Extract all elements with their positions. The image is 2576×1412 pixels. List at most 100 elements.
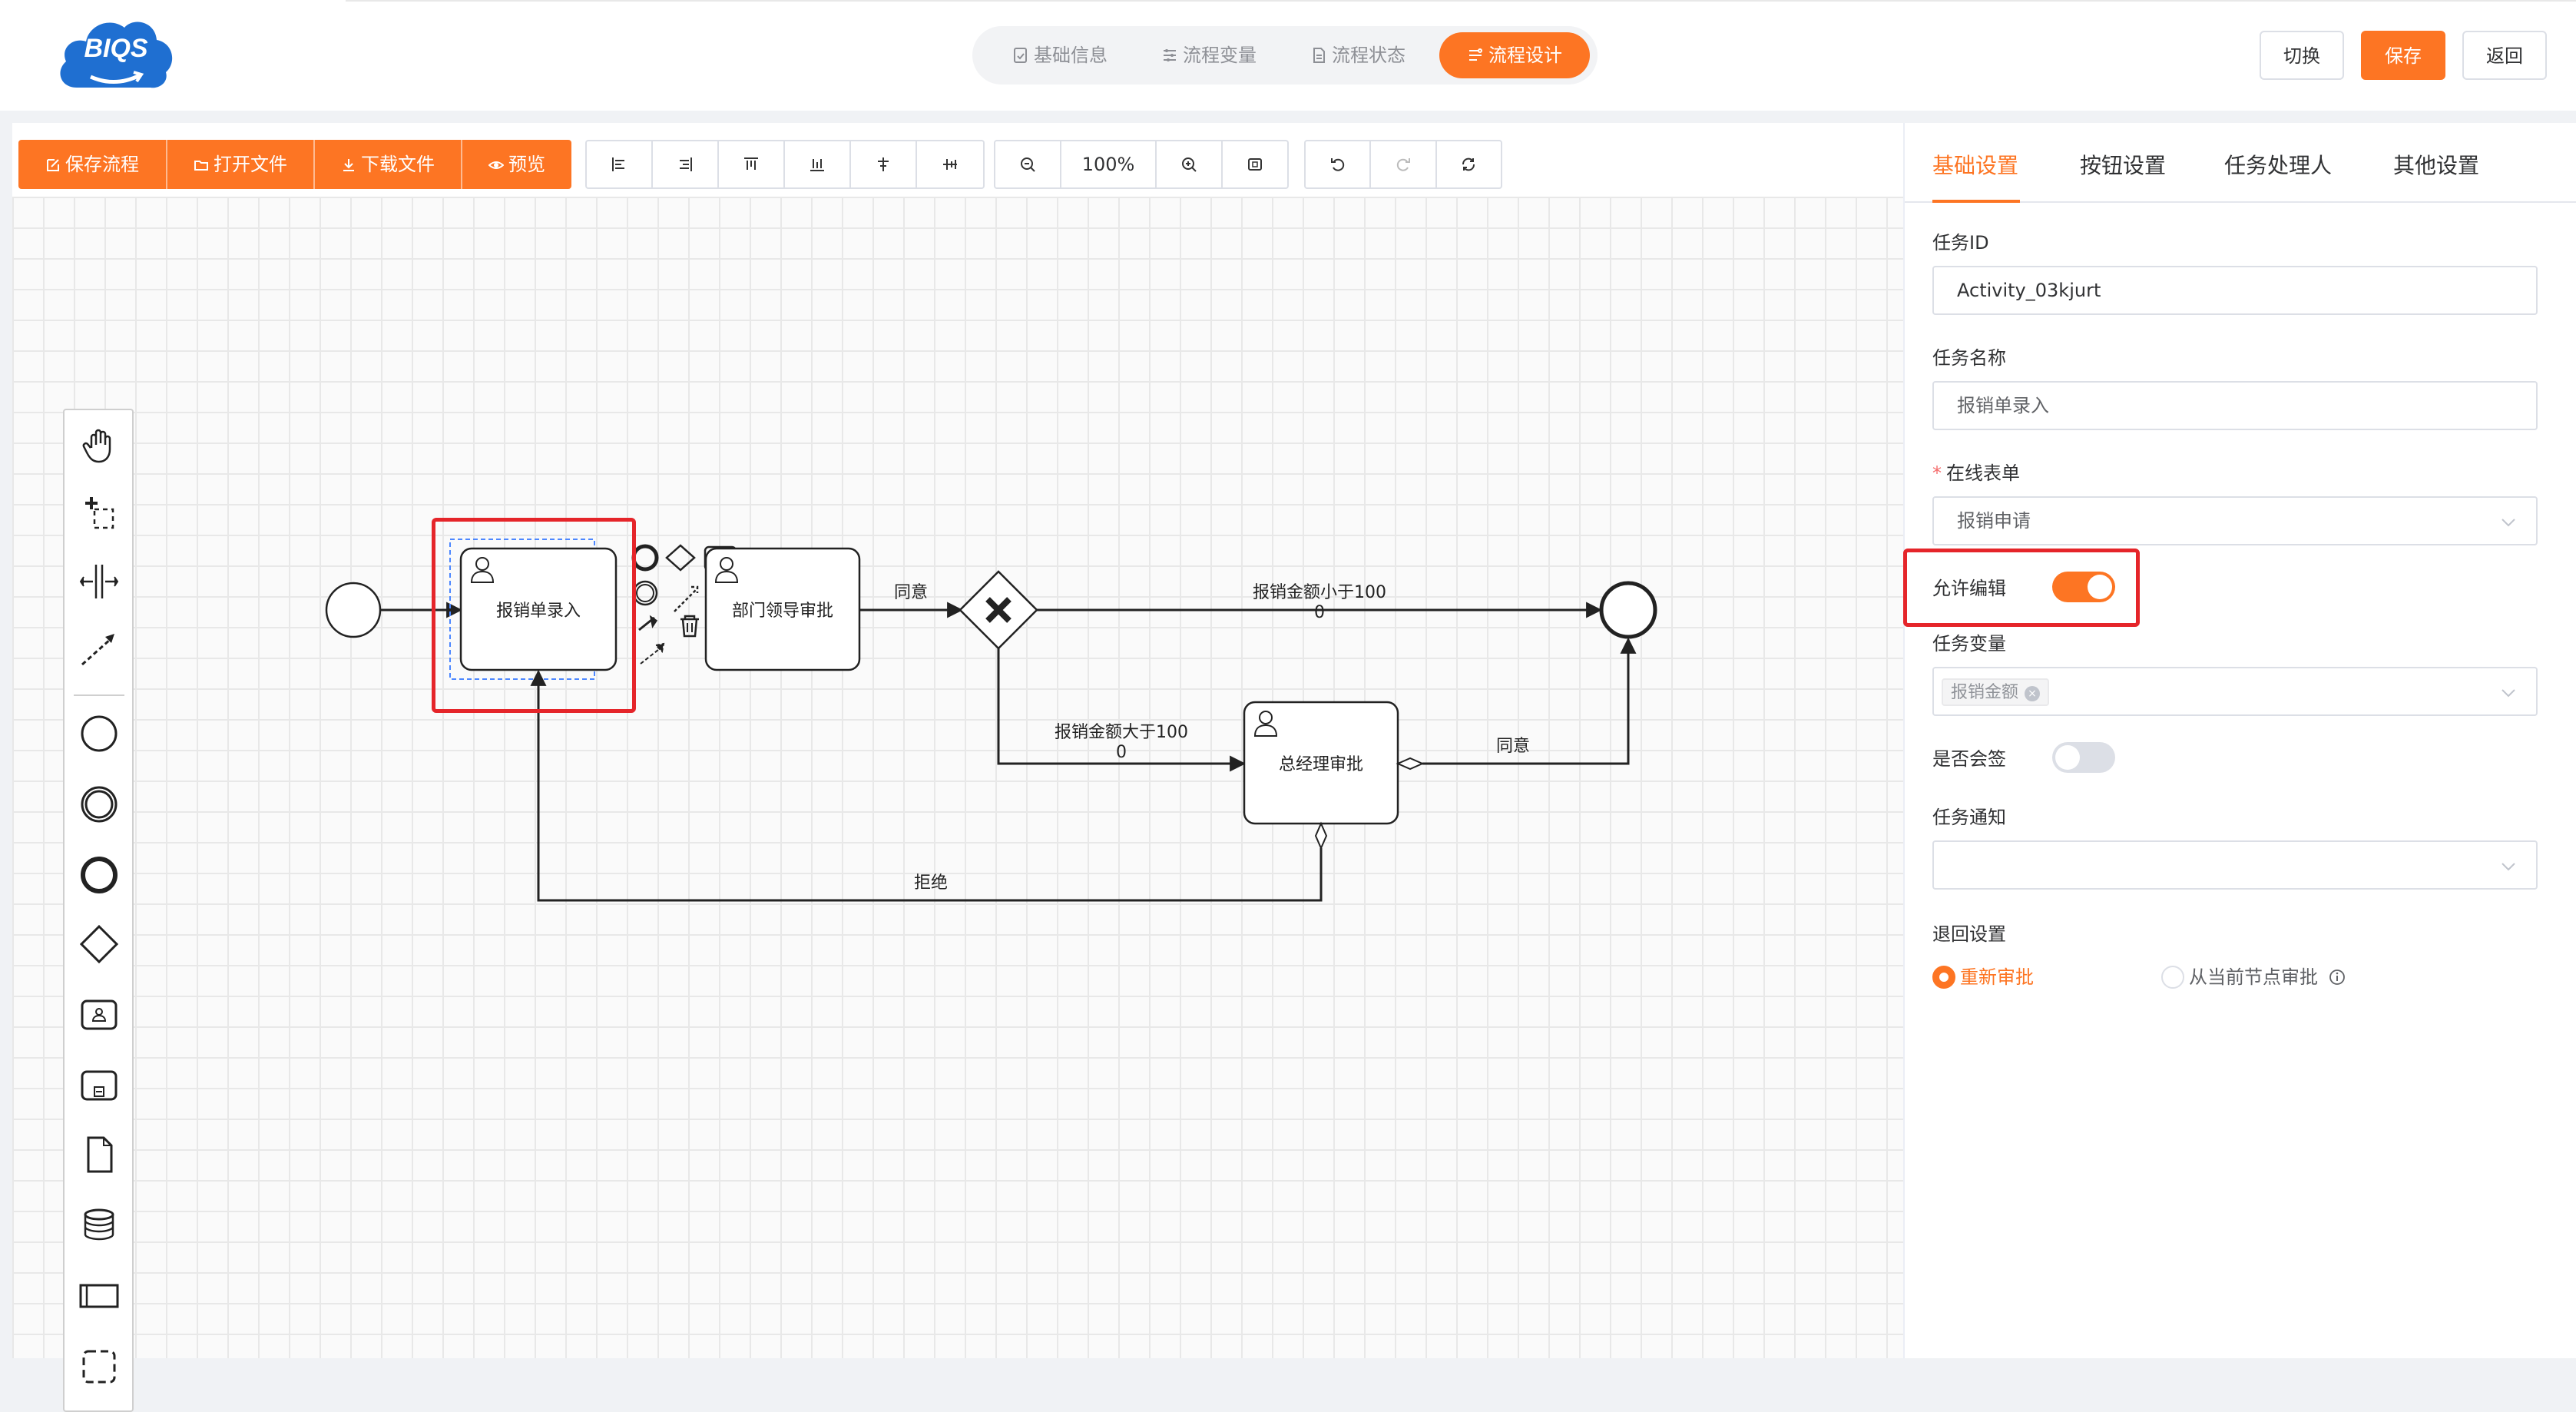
tab-process-variables[interactable]: 流程变量 xyxy=(1140,32,1278,78)
subprocess-tool[interactable] xyxy=(75,1062,123,1109)
selection-outline xyxy=(449,539,595,680)
radio-reapprove[interactable]: 重新审批 xyxy=(1932,962,2034,989)
back-button[interactable]: 返回 xyxy=(2462,31,2547,80)
zoom-group: 100% xyxy=(994,140,1289,189)
radio-label: 重新审批 xyxy=(1960,966,2034,988)
button-label: 下载文件 xyxy=(361,154,435,175)
notify-select[interactable] xyxy=(1932,840,2538,890)
lasso-icon xyxy=(85,497,114,529)
data-object-tool[interactable] xyxy=(75,1131,123,1178)
palette-divider xyxy=(74,694,124,696)
radio-from-current-node[interactable]: 从当前节点审批 xyxy=(2161,962,2346,989)
save-process-button[interactable]: 保存流程 xyxy=(18,140,167,189)
wrench-icon[interactable] xyxy=(638,615,658,631)
reset-button[interactable] xyxy=(1437,141,1501,187)
exclusive-gateway[interactable] xyxy=(959,570,1038,650)
append-gateway-icon[interactable] xyxy=(665,544,696,572)
bpmn-canvas[interactable] xyxy=(12,197,1903,1358)
trash-icon[interactable] xyxy=(680,615,699,638)
text-annotation-icon[interactable] xyxy=(674,585,699,612)
tab-process-status[interactable]: 流程状态 xyxy=(1289,32,1427,78)
end-event-tool[interactable] xyxy=(75,851,123,899)
logo: BIQS xyxy=(54,11,177,95)
end-event[interactable] xyxy=(1599,581,1657,639)
form-label: *在线表单 xyxy=(1932,458,2020,485)
zoom-out-button[interactable] xyxy=(995,141,1061,187)
start-event[interactable] xyxy=(325,582,382,638)
flow-gm-agree[interactable] xyxy=(1422,637,1637,765)
user-task-icon xyxy=(81,999,118,1030)
gateway-icon xyxy=(79,924,119,964)
zoom-level: 100% xyxy=(1061,141,1157,187)
append-end-event-icon[interactable] xyxy=(631,544,659,572)
align-top-button[interactable] xyxy=(719,141,785,187)
notify-label: 任务通知 xyxy=(1932,807,2006,828)
info-icon[interactable] xyxy=(2329,969,2346,986)
file-icon xyxy=(1313,48,1325,63)
tab-task-handler[interactable]: 任务处理人 xyxy=(2224,153,2333,178)
switch-button[interactable]: 切换 xyxy=(2260,31,2344,80)
tab-label: 流程设计 xyxy=(1488,45,1562,66)
gateway-tool[interactable] xyxy=(75,920,123,968)
align-right-button[interactable] xyxy=(653,141,719,187)
form-select[interactable]: 报销申请 xyxy=(1932,496,2538,545)
top-bar: BIQS 基础信息 流程变量 流程状态 流程设计 切换 保存 返回 xyxy=(0,0,2576,111)
switch-knob xyxy=(2088,575,2112,599)
task-id-input[interactable]: Activity_03kjurt xyxy=(1932,266,2538,315)
tab-button-settings[interactable]: 按钮设置 xyxy=(2080,153,2167,178)
align-bottom-button[interactable] xyxy=(785,141,851,187)
tab-basic-info[interactable]: 基础信息 xyxy=(991,32,1129,78)
preview-button[interactable]: 预览 xyxy=(462,140,571,189)
task-name-input[interactable]: 报销单录入 xyxy=(1932,381,2538,430)
flow-icon xyxy=(1469,48,1482,61)
hand-icon xyxy=(82,429,111,463)
task-dept-approval[interactable]: 部门领导审批 xyxy=(704,547,861,671)
cloud-logo-icon xyxy=(60,22,173,88)
task-gm-approval[interactable]: 总经理审批 xyxy=(1243,701,1399,825)
lasso-tool[interactable] xyxy=(75,490,123,538)
undo-icon xyxy=(1330,158,1344,171)
panel-tabs: 基础设置 按钮设置 任务处理人 其他设置 xyxy=(1905,123,2576,203)
flow-label-less-than: 报销金额小于100 xyxy=(1253,583,1386,602)
logo-text: BIQS xyxy=(84,34,148,63)
tag-label: 报销金额 xyxy=(1951,683,2019,702)
allow-edit-switch[interactable] xyxy=(2052,572,2115,602)
task-label: 报销单录入 xyxy=(496,602,581,621)
align-center-button[interactable] xyxy=(851,141,917,187)
data-store-icon xyxy=(84,1208,114,1241)
align-left-button[interactable] xyxy=(587,141,653,187)
flow-greater-than-100[interactable] xyxy=(997,648,1247,772)
hand-tool[interactable] xyxy=(75,421,123,469)
flow-reject[interactable] xyxy=(530,669,1323,902)
required-mark: * xyxy=(1932,462,1942,484)
user-task-tool[interactable] xyxy=(75,991,123,1039)
task-var-select[interactable]: 报销金额 × xyxy=(1932,667,2538,716)
download-file-button[interactable]: 下载文件 xyxy=(315,140,462,189)
data-store-tool[interactable] xyxy=(75,1202,123,1249)
tab-process-design[interactable]: 流程设计 xyxy=(1439,32,1590,78)
connect-tool[interactable] xyxy=(75,625,123,673)
tag-close-icon[interactable]: × xyxy=(2025,686,2041,701)
task-var-label: 任务变量 xyxy=(1932,633,2006,655)
pool-tool[interactable] xyxy=(75,1272,123,1320)
align-middle-icon xyxy=(943,159,957,170)
undo-button[interactable] xyxy=(1306,141,1372,187)
pool-icon xyxy=(79,1284,119,1308)
allow-edit-label: 允许编辑 xyxy=(1932,578,2006,599)
redo-button[interactable] xyxy=(1371,141,1437,187)
fit-view-button[interactable] xyxy=(1223,141,1287,187)
tab-basic-settings[interactable]: 基础设置 xyxy=(1932,149,2020,203)
save-button[interactable]: 保存 xyxy=(2361,31,2445,80)
open-file-button[interactable]: 打开文件 xyxy=(167,140,315,189)
refresh-icon xyxy=(1462,157,1475,171)
intermediate-event-tool[interactable] xyxy=(75,781,123,828)
space-tool[interactable] xyxy=(75,558,123,605)
start-event-tool[interactable] xyxy=(75,710,123,757)
align-middle-button[interactable] xyxy=(917,141,983,187)
tab-other-settings[interactable]: 其他设置 xyxy=(2393,153,2480,178)
task-shape xyxy=(704,547,861,671)
countersign-switch[interactable] xyxy=(2052,742,2115,773)
connect-icon[interactable] xyxy=(640,642,665,665)
edit-icon xyxy=(47,159,59,171)
zoom-in-button[interactable] xyxy=(1157,141,1223,187)
